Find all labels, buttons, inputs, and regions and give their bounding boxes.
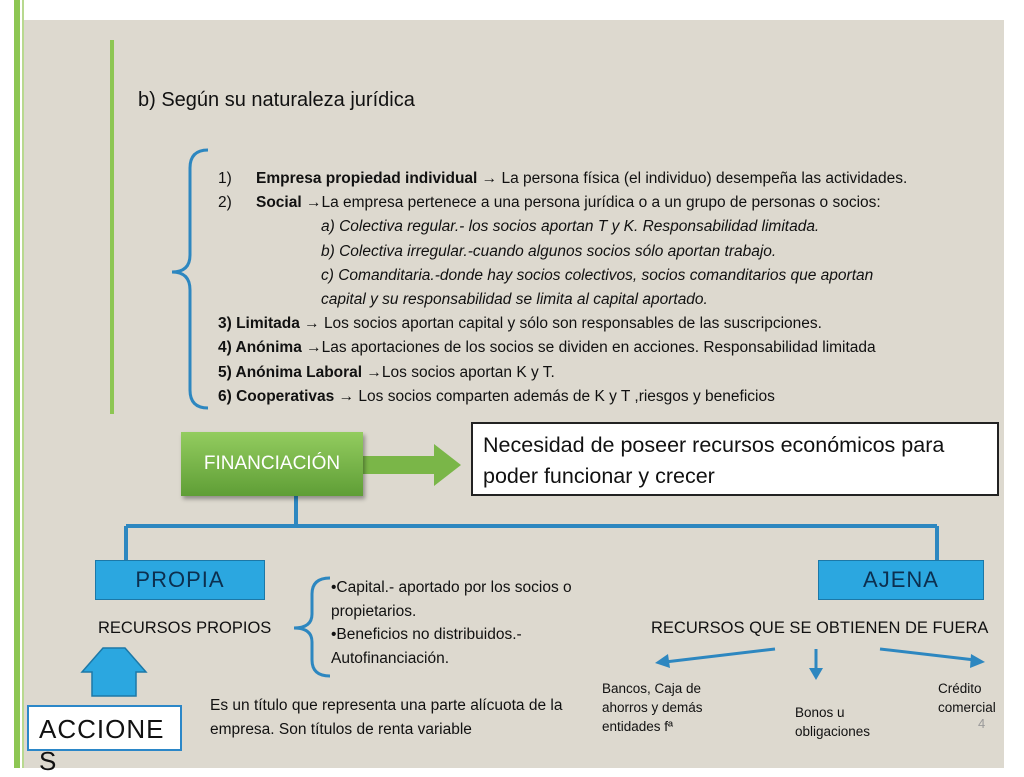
arrow-credito bbox=[970, 654, 985, 668]
page-number: 4 bbox=[978, 716, 986, 731]
left-accent-bar-thin bbox=[22, 0, 24, 768]
list-item: 5) Anónima Laboral →Los socios aportan K… bbox=[218, 363, 555, 381]
arrow-bancos bbox=[655, 654, 670, 668]
legal-types-list: 1)Empresa propiedad individual → La pers… bbox=[218, 167, 907, 409]
recursos-ajenos-label: RECURSOS QUE SE OBTIENEN DE FUERA bbox=[651, 619, 989, 637]
list-item: •Beneficios no distribuidos.- bbox=[331, 626, 522, 643]
up-arrow bbox=[80, 647, 148, 697]
list-subitem: a) Colectiva regular.- los socios aporta… bbox=[321, 218, 820, 236]
list-item: 1)Empresa propiedad individual → La pers… bbox=[218, 170, 908, 187]
arrow-bonos bbox=[809, 668, 823, 680]
propios-brace bbox=[293, 576, 331, 678]
bancos-label: Bancos, Caja de ahorros y demás entidade… bbox=[602, 681, 703, 734]
list-item: •Capital.- aportado por los socios o bbox=[331, 579, 572, 596]
propia-box: PROPIA bbox=[95, 560, 265, 600]
acciones-box: ACCIONES bbox=[27, 705, 182, 776]
list-subitem: c) Comanditaria.-donde hay socios colect… bbox=[321, 266, 874, 284]
list-subitem: b) Colectiva irregular.-cuando algunos s… bbox=[321, 242, 777, 260]
list-item: 2)Social →La empresa pertenece a una per… bbox=[218, 194, 881, 212]
list-item: propietarios. bbox=[331, 602, 417, 620]
propios-list: •Capital.- aportado por los socios o pro… bbox=[331, 576, 572, 670]
list-brace bbox=[171, 148, 209, 410]
credito-label: Crédito comercial bbox=[938, 681, 996, 715]
ajena-box: AJENA bbox=[818, 560, 984, 600]
right-arrow bbox=[362, 444, 461, 486]
necesidad-line: Necesidad de poseer recursos económicos … bbox=[483, 433, 945, 457]
green-vertical-line bbox=[110, 40, 114, 414]
list-subitem: capital y su responsabilidad se limita a… bbox=[321, 291, 708, 309]
list-item: 4) Anónima →Las aportaciones de los soci… bbox=[218, 339, 876, 357]
financiacion-box: FINANCIACIÓN bbox=[181, 432, 363, 496]
list-item: 6) Cooperativas → Los socios comparten a… bbox=[218, 387, 775, 405]
left-accent-bar bbox=[14, 0, 20, 768]
slide-background bbox=[24, 20, 1004, 768]
necesidad-line: poder funcionar y crecer bbox=[483, 464, 715, 488]
section-heading: b) Según su naturaleza jurídica bbox=[138, 89, 415, 111]
bonos-label: Bonos u obligaciones bbox=[795, 705, 871, 739]
recursos-propios-label: RECURSOS PROPIOS bbox=[98, 619, 272, 637]
list-item: 3) Limitada → Los socios aportan capital… bbox=[218, 315, 822, 333]
acciones-description: Es un título que representa una parte al… bbox=[210, 697, 563, 738]
necesidad-box: Necesidad de poseer recursos económicos … bbox=[471, 422, 999, 496]
list-item: Autofinanciación. bbox=[331, 649, 450, 667]
